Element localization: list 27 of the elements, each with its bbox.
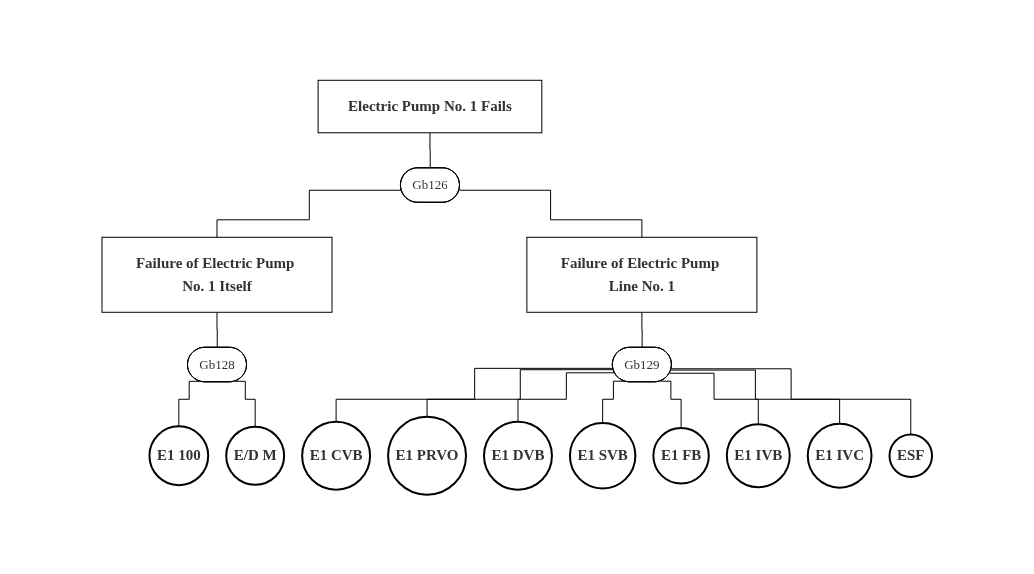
- node-circle: ESF: [888, 433, 933, 478]
- node-circle: E1 IVC: [806, 422, 873, 489]
- connector: [458, 189, 643, 238]
- connector: [216, 189, 403, 238]
- node-box: Failure of Electric Pump No. 1 Itself: [101, 236, 333, 313]
- node-box: Failure of Electric Pump Line No. 1: [526, 236, 758, 313]
- connector: [216, 311, 218, 348]
- node-box: Electric Pump No. 1 Fails: [317, 79, 543, 133]
- node-circle: E1 CVB: [301, 420, 372, 491]
- connector: [602, 380, 625, 424]
- node-circle: E1 FB: [652, 426, 710, 484]
- connector: [429, 131, 431, 169]
- connector: [234, 380, 256, 427]
- node-circle: E1 100: [148, 424, 210, 486]
- connector: [670, 369, 841, 424]
- node-circle: E1 SVB: [568, 421, 637, 489]
- node-circle: E1 PRVO: [387, 415, 467, 496]
- node-circle: E/D M: [225, 425, 286, 486]
- connector: [660, 380, 682, 429]
- node-circle: E1 IVB: [725, 422, 791, 488]
- connector: [517, 371, 616, 422]
- connector: [669, 372, 759, 425]
- connector: [426, 368, 614, 417]
- connector: [335, 367, 614, 422]
- node-circle: E1 DVB: [483, 420, 553, 491]
- connector: [641, 311, 643, 348]
- connector: [670, 367, 912, 435]
